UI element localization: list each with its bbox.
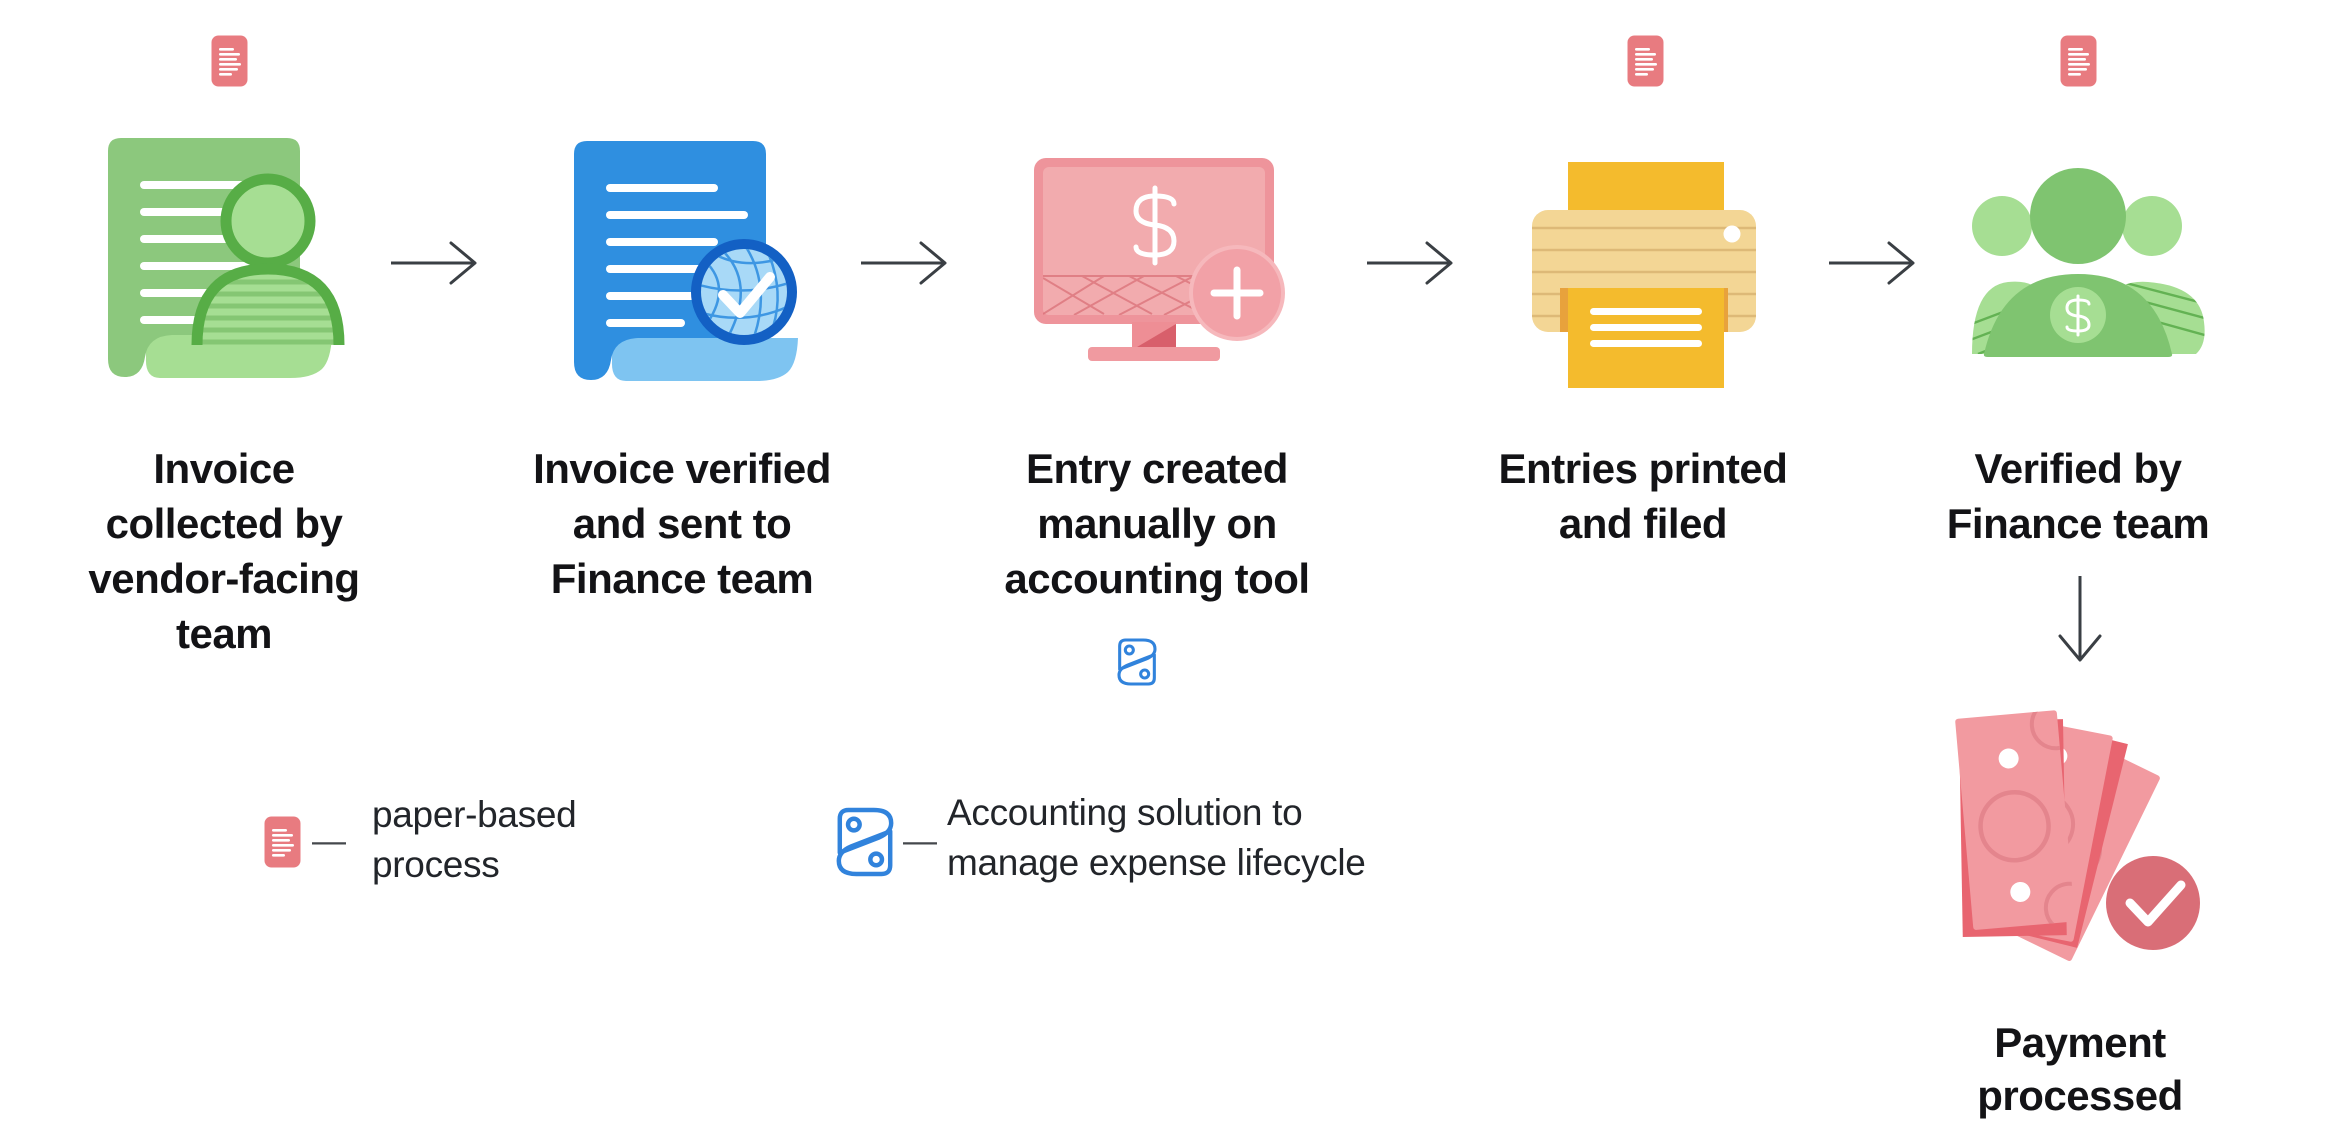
arrow-right-icon <box>388 240 488 286</box>
legend-label-paper: paper-based process <box>372 794 577 885</box>
printer-icon <box>1532 162 1756 388</box>
zoho-books-icon <box>1115 636 1159 688</box>
legend-label-accounting: Accounting solution to manage expense li… <box>947 792 1366 883</box>
paper-process-icon <box>211 35 248 87</box>
step-label-5: Verified by Finance team <box>1946 445 2210 547</box>
legend-separator: — <box>903 822 937 860</box>
zoho-books-icon <box>833 804 897 880</box>
payment-processed-label: Payment processed <box>1977 1019 2183 1119</box>
arrow-down-icon <box>2057 573 2103 679</box>
arrow-right-icon <box>1826 240 1926 286</box>
paper-process-icon <box>2060 35 2097 87</box>
invoice-person-icon <box>108 138 345 378</box>
accounting-monitor-icon <box>1034 158 1285 361</box>
step-label-3: Entry created manually on accounting too… <box>1004 445 1310 602</box>
finance-team-icon <box>1972 168 2205 357</box>
legend-separator: — <box>312 822 346 860</box>
paper-process-icon <box>1627 35 1664 87</box>
verified-badge <box>691 239 797 345</box>
step-label-4: Entries printed and filed <box>1498 445 1788 547</box>
person-avatar <box>191 173 345 346</box>
add-entry-badge <box>1189 245 1285 341</box>
paper-document-icon <box>263 816 302 868</box>
dollar-glyph <box>2065 294 2091 337</box>
dollar-glyph <box>1133 185 1177 266</box>
invoice-verified-icon <box>574 141 798 381</box>
step-label-1: Invoice collected by vendor-facing team <box>88 445 360 657</box>
step-label-2: Invoice verified and sent to Finance tea… <box>533 445 831 602</box>
arrow-right-icon <box>1364 240 1464 286</box>
money-check-icon <box>1955 710 2200 961</box>
arrow-right-icon <box>858 240 958 286</box>
payment-check-badge <box>2106 856 2200 950</box>
